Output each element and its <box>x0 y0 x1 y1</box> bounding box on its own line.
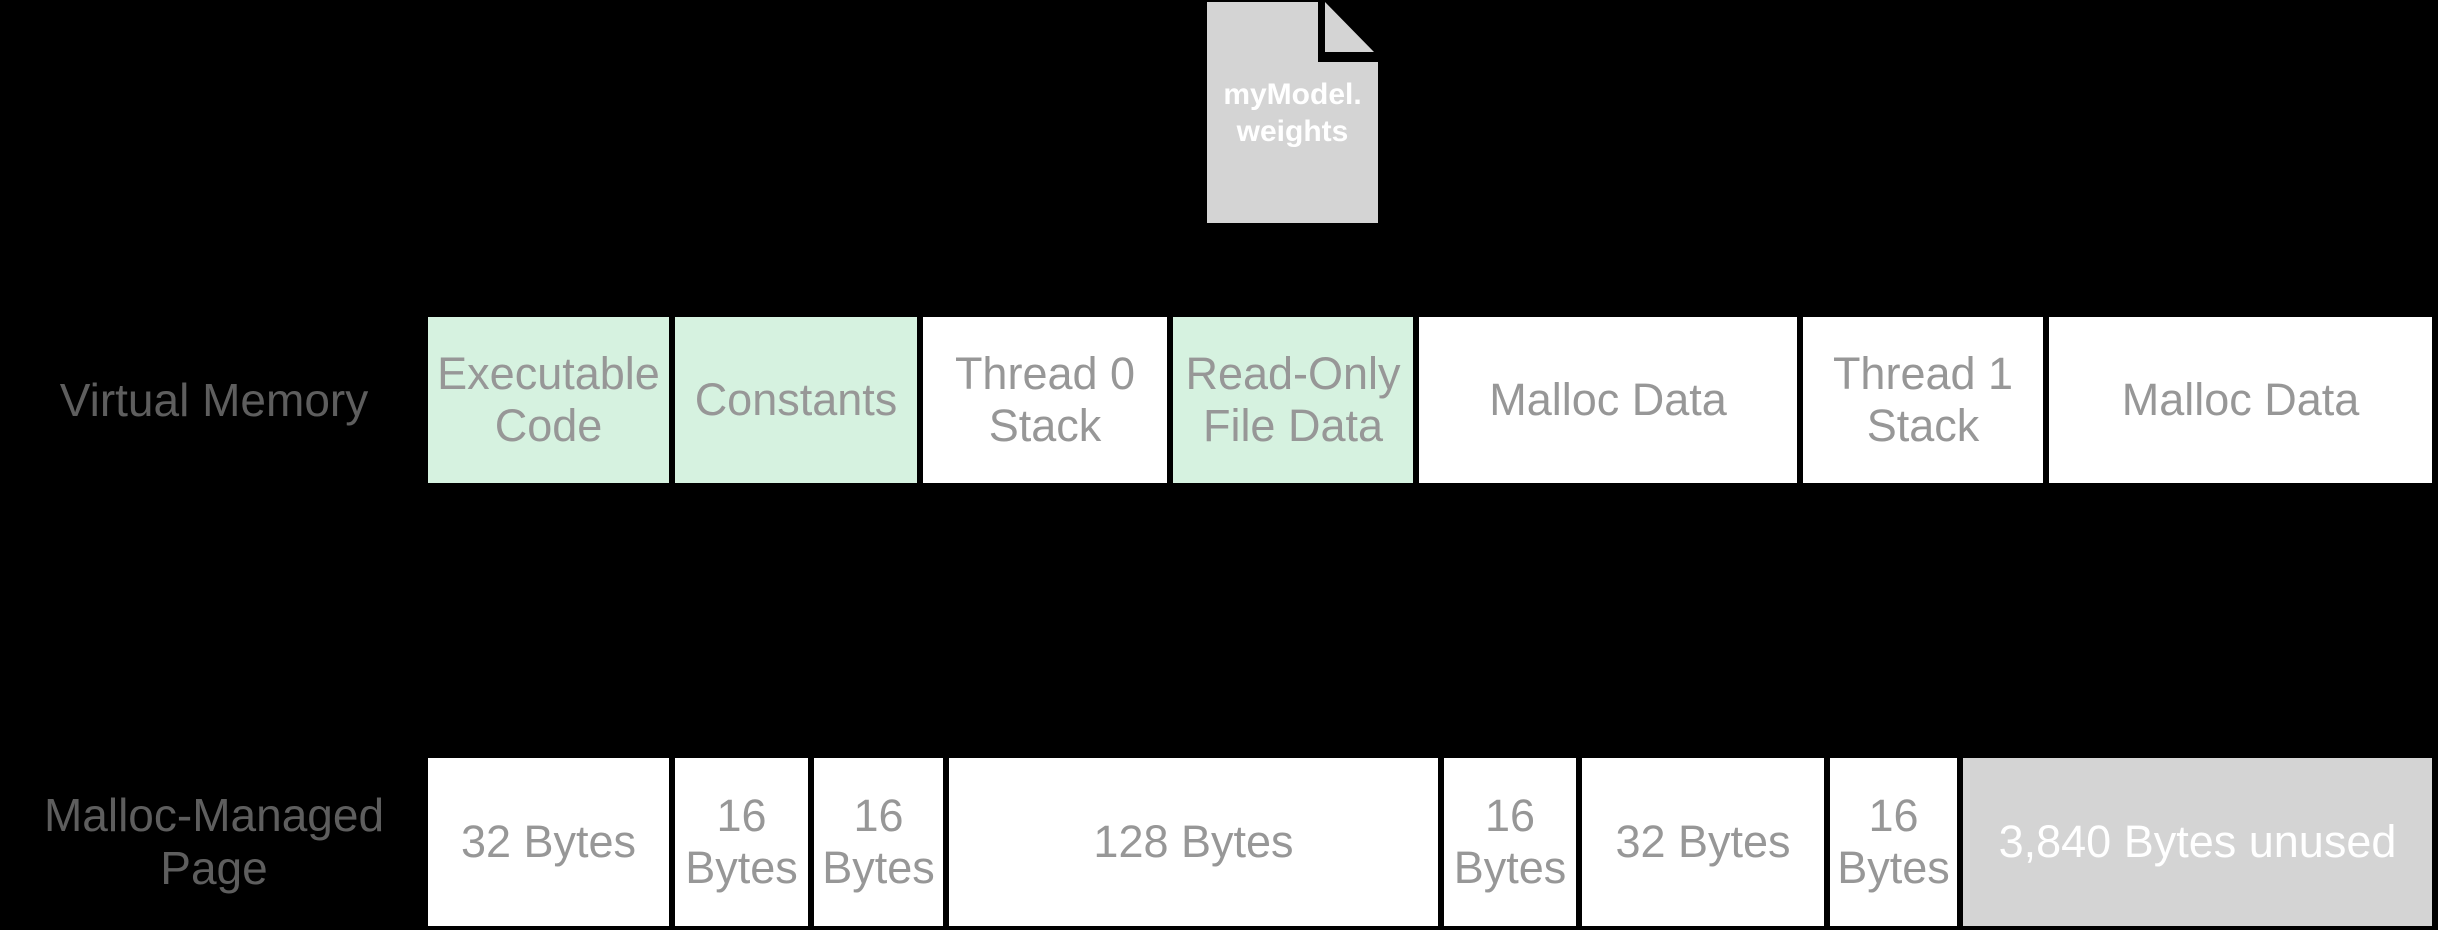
file-name-line2: weights <box>1236 114 1349 148</box>
cell-16-bytes: 16 Bytes <box>675 758 808 926</box>
cell-label: 16 Bytes <box>1453 789 1567 893</box>
file-icon-fold <box>1325 2 1374 52</box>
cell-16-bytes: 16 Bytes <box>1830 758 1957 926</box>
cell-executable-code: Executable Code <box>428 317 669 483</box>
file-name-line1: myModel. <box>1223 77 1362 111</box>
cell-thread-0-stack: Thread 0 Stack <box>923 317 1167 483</box>
cell-constants: Constants <box>675 317 917 483</box>
cell-16-bytes: 16 Bytes <box>814 758 943 926</box>
cell-label: 32 Bytes <box>460 815 637 867</box>
virtual-memory-row: Executable Code Constants Thread 0 Stack Re… <box>0 317 2438 483</box>
virtual-memory-label: Virtual Memory <box>59 373 369 426</box>
cell-thread-1-stack: Thread 1 Stack <box>1803 317 2043 483</box>
file-icon <box>1207 2 1378 223</box>
cell-label: Malloc Data <box>2121 373 2360 425</box>
cell-16-bytes: 16 Bytes <box>1444 758 1576 926</box>
cell-label: 32 Bytes <box>1615 815 1791 867</box>
cell-label: 16 Bytes <box>685 789 798 893</box>
cell-read-only-file-data: Read-Only File Data <box>1173 317 1413 483</box>
cell-malloc-data: Malloc Data <box>2049 317 2432 483</box>
cell-label: 16 Bytes <box>1837 789 1950 893</box>
cell-label: Constants <box>694 373 898 425</box>
cell-label: 128 Bytes <box>1093 815 1294 867</box>
cell-malloc-data: Malloc Data <box>1419 317 1797 483</box>
file-icon-label: myModel. weights <box>1207 2 1378 223</box>
file-icon-body <box>1207 2 1378 223</box>
cell-label: Read-Only File Data <box>1185 347 1401 451</box>
malloc-managed-page-label: Malloc-Managed Page <box>43 789 385 894</box>
cell-label: Thread 1 Stack <box>1832 347 2014 451</box>
cell-label: 3,840 Bytes unused <box>1998 815 2397 867</box>
cell-label: Thread 0 Stack <box>954 347 1136 451</box>
cell-label: Malloc Data <box>1489 373 1727 425</box>
cell-label: Executable Code <box>437 347 660 451</box>
cell-32-bytes: 32 Bytes <box>428 758 669 926</box>
cell-32-bytes: 32 Bytes <box>1582 758 1824 926</box>
cell-label: 16 Bytes <box>822 789 935 893</box>
cell-3-840-bytes-unused: 3,840 Bytes unused <box>1963 758 2432 926</box>
cell-128-bytes: 128 Bytes <box>949 758 1438 926</box>
